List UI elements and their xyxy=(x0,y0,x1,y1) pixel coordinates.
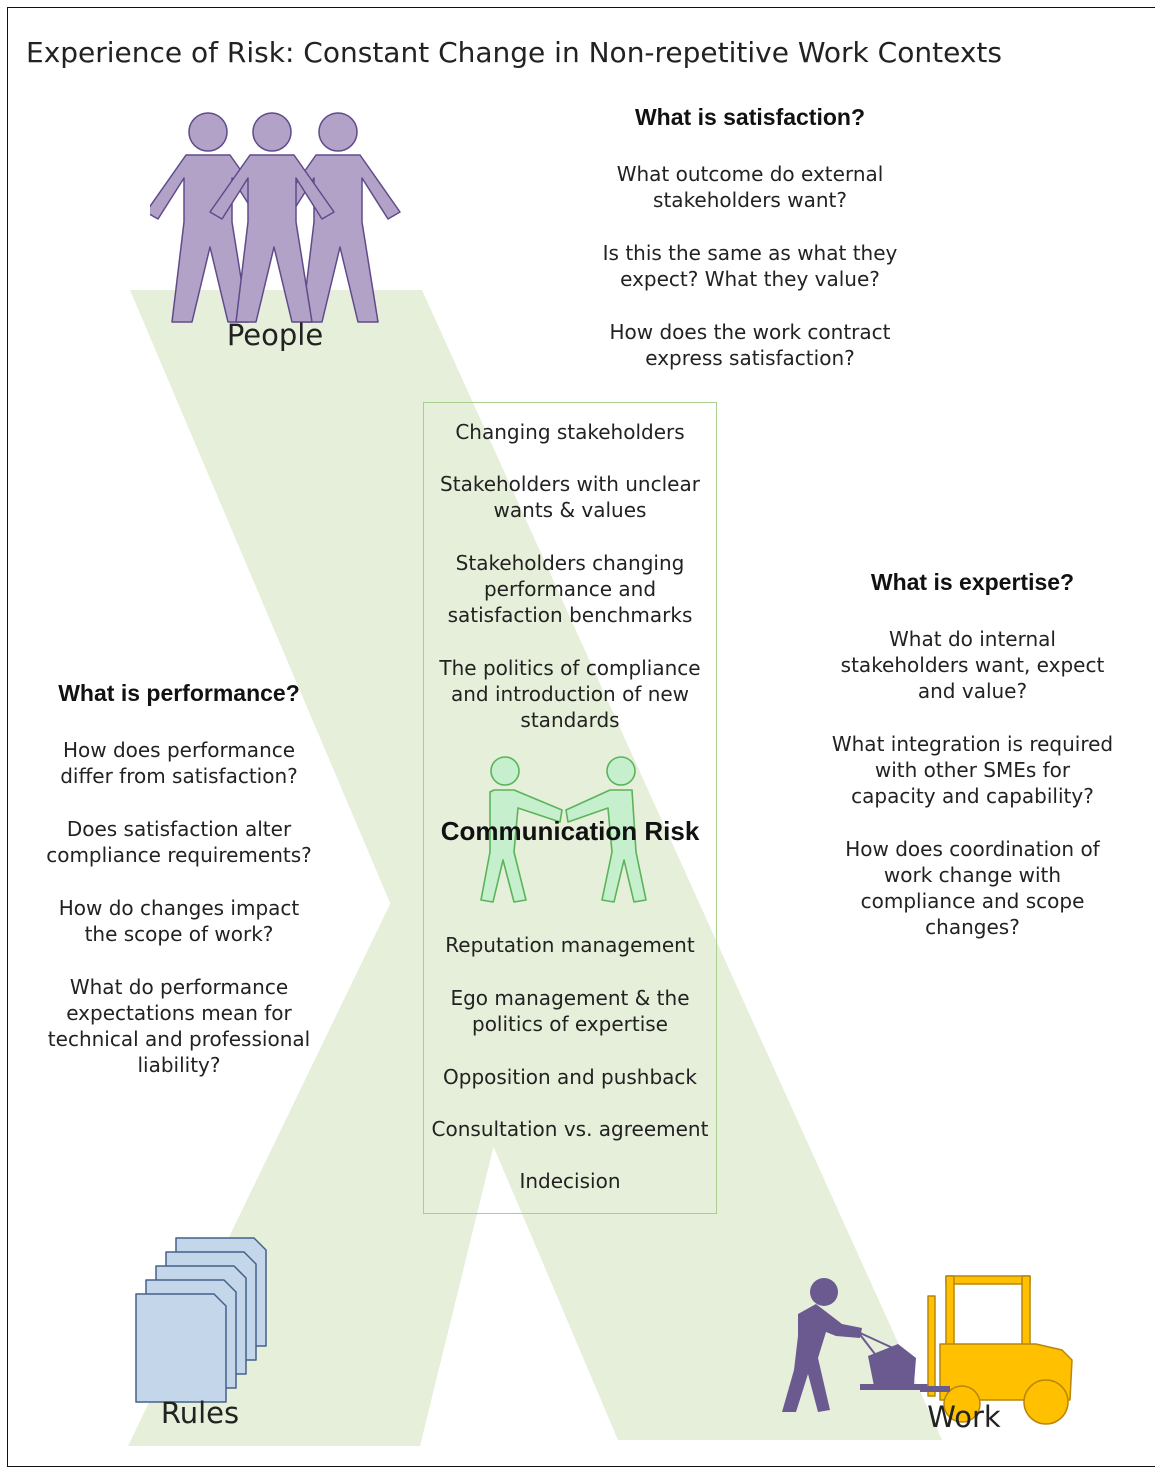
center-item-4: The politics of compliance and introduct… xyxy=(439,656,701,732)
center-item-3: Stakeholders changing performance and sa… xyxy=(447,551,693,627)
center-item-7: Opposition and pushback xyxy=(443,1065,697,1089)
performance-question-1: How does performance differ from satisfa… xyxy=(60,738,298,788)
expertise-question-1: What do internal stakeholders want, expe… xyxy=(840,627,1105,703)
documents-stack-icon xyxy=(135,1237,267,1403)
performance-heading: What is performance? xyxy=(58,680,300,706)
satisfaction-question-3: How does the work contract express satis… xyxy=(609,320,891,370)
performance-question-4: What do performance expectations mean fo… xyxy=(47,975,311,1077)
work-label: Work xyxy=(927,1400,1001,1434)
expertise-question-3: How does coordination of work change wit… xyxy=(845,837,1100,939)
communication-risk-box xyxy=(423,402,717,1214)
center-item-1: Changing stakeholders xyxy=(455,420,685,444)
center-item-2: Stakeholders with unclear wants & values xyxy=(440,472,700,522)
page-title: Experience of Risk: Constant Change in N… xyxy=(26,36,1002,69)
center-item-8: Consultation vs. agreement xyxy=(431,1117,709,1141)
satisfaction-question-1: What outcome do external stakeholders wa… xyxy=(616,162,884,212)
expertise-question-2: What integration is required with other … xyxy=(831,732,1114,808)
satisfaction-question-2: Is this the same as what they expect? Wh… xyxy=(602,241,898,291)
center-item-6: Ego management & the politics of experti… xyxy=(450,986,690,1036)
center-item-9: Indecision xyxy=(519,1169,621,1193)
center-item-5: Reputation management xyxy=(445,933,695,957)
communication-risk-label: Communication Risk xyxy=(440,816,700,846)
people-label: People xyxy=(226,318,324,352)
expertise-heading: What is expertise? xyxy=(870,569,1075,595)
performance-question-3: How do changes impact the scope of work? xyxy=(58,896,300,946)
people-group-icon xyxy=(150,112,401,323)
worker-forklift-icon xyxy=(782,1275,1073,1425)
handshake-people-icon xyxy=(480,756,647,903)
rules-label: Rules xyxy=(160,1396,240,1430)
satisfaction-heading: What is satisfaction? xyxy=(634,104,866,130)
performance-question-2: Does satisfaction alter compliance requi… xyxy=(46,817,312,867)
